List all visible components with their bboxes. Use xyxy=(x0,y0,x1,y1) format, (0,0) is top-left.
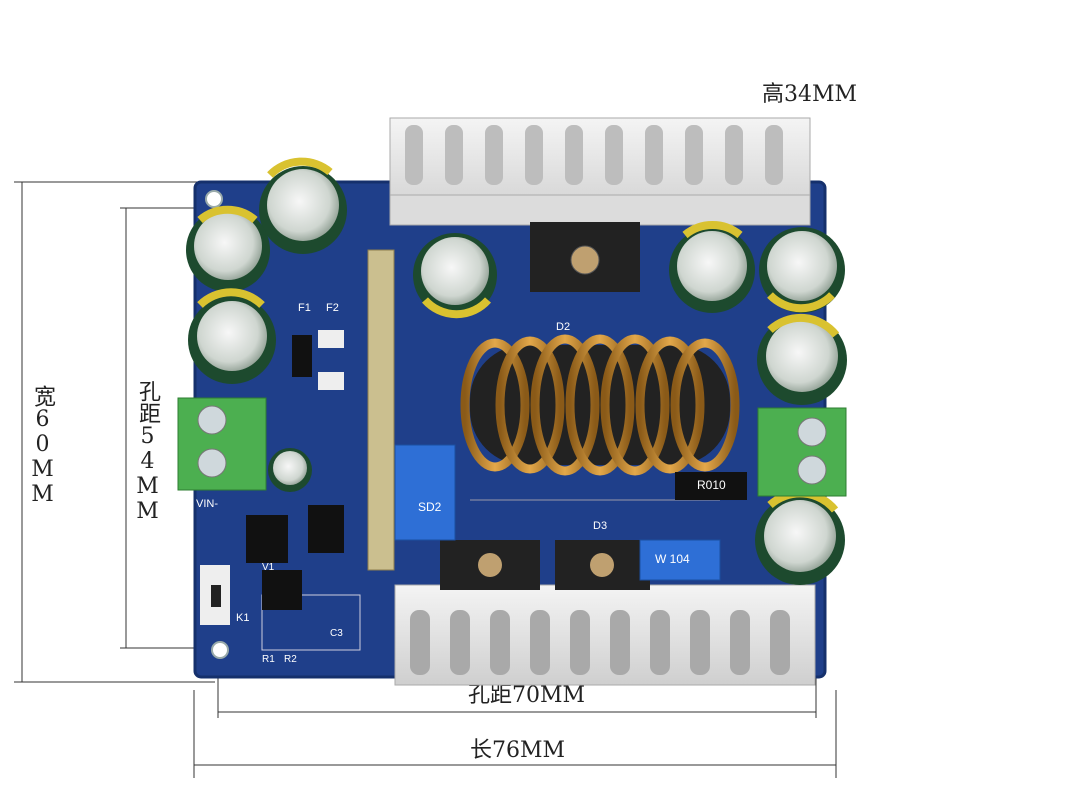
inductor-label: R010 xyxy=(697,478,726,492)
fuse-f2-label: F2 xyxy=(326,302,339,314)
switch-label: K1 xyxy=(236,612,250,624)
diode-d2-label: D2 xyxy=(556,321,571,333)
output-terminal-block xyxy=(757,407,847,497)
height-label: 高34MM xyxy=(762,82,858,107)
trimmer-label: SD2 xyxy=(418,500,442,514)
pot-label: W 104 xyxy=(655,552,690,566)
c3-label: C3 xyxy=(330,628,343,639)
bottom-heatsink xyxy=(394,540,816,686)
hole-spacing-vertical-label: 孔距54MM xyxy=(135,380,160,524)
diode-d3-label: D3 xyxy=(593,520,608,532)
v1-label: V1 xyxy=(262,562,275,573)
hole-spacing-horizontal-label: 孔距70MM xyxy=(468,683,586,708)
top-heatsink xyxy=(389,117,811,292)
input-terminal-block xyxy=(177,397,267,491)
fuse-f1-label: F1 xyxy=(298,302,311,314)
r2-label: R2 xyxy=(284,654,297,665)
electrolytic-capacitors xyxy=(186,157,847,585)
vin-label: VIN- xyxy=(196,498,218,510)
toroid-inductor xyxy=(460,334,740,476)
r1-label: R1 xyxy=(262,654,275,665)
width-label: 宽60MM xyxy=(30,385,55,507)
length-label: 长76MM xyxy=(470,738,566,763)
